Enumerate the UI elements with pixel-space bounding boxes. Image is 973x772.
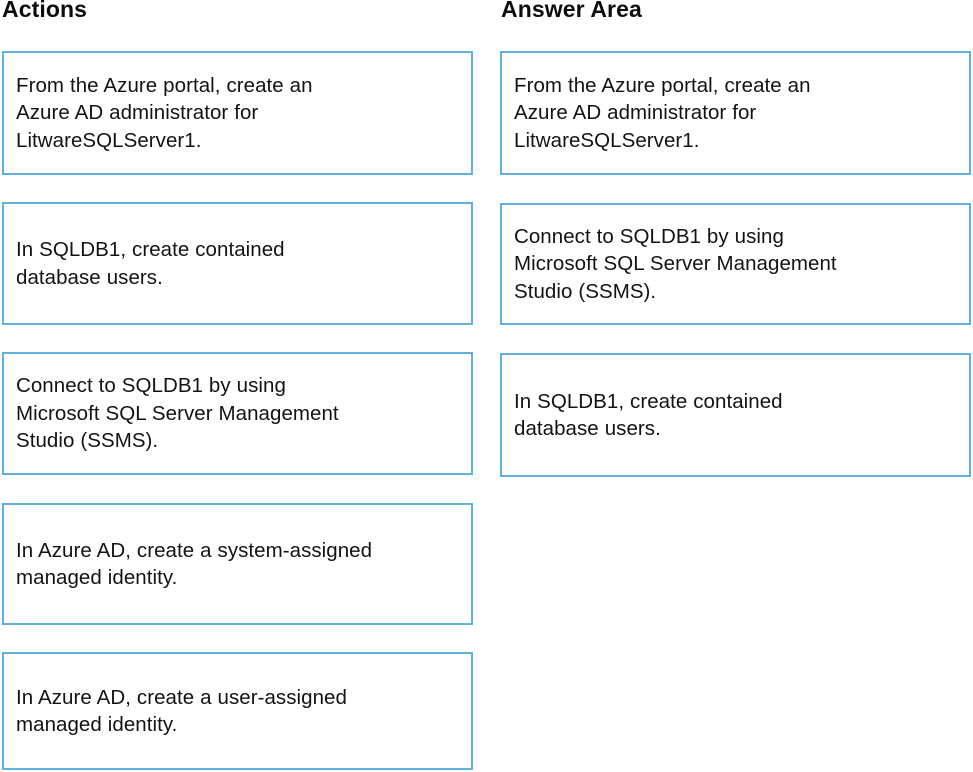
answer-item-1[interactable]: From the Azure portal, create an Azure A… [500, 51, 971, 175]
action-item-4-label: In Azure AD, create a system-assigned ma… [16, 538, 373, 590]
answer-item-3-label: In SQLDB1, create contained database use… [514, 389, 783, 441]
answer-item-3[interactable]: In SQLDB1, create contained database use… [500, 353, 971, 477]
answer-item-2-label: Connect to SQLDB1 by using Microsoft SQL… [514, 224, 837, 303]
action-item-3-label: Connect to SQLDB1 by using Microsoft SQL… [16, 374, 339, 453]
action-item-1[interactable]: From the Azure portal, create an Azure A… [2, 51, 473, 175]
answer-item-2[interactable]: Connect to SQLDB1 by using Microsoft SQL… [500, 203, 971, 325]
action-item-3[interactable]: Connect to SQLDB1 by using Microsoft SQL… [2, 352, 473, 475]
actions-column-heading: Actions [2, 0, 88, 22]
action-item-4[interactable]: In Azure AD, create a system-assigned ma… [2, 503, 473, 625]
answer-item-1-label: From the Azure portal, create an Azure A… [514, 73, 811, 152]
action-item-5[interactable]: In Azure AD, create a user-assigned mana… [2, 652, 473, 770]
action-item-2[interactable]: In SQLDB1, create contained database use… [2, 202, 473, 325]
action-item-5-label: In Azure AD, create a user-assigned mana… [16, 685, 347, 737]
action-item-2-label: In SQLDB1, create contained database use… [16, 238, 285, 289]
answer-area-heading: Answer Area [501, 0, 642, 22]
action-item-1-label: From the Azure portal, create an Azure A… [16, 73, 313, 152]
